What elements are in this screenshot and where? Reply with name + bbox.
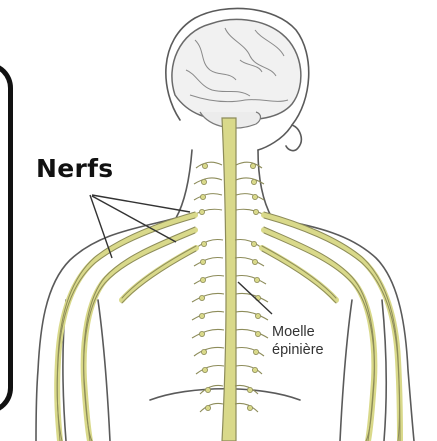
spinal-cord-illustration — [192, 118, 268, 441]
brain-illustration — [172, 19, 301, 128]
left-frame-bracket — [0, 62, 13, 414]
nerves-label: Nerfs — [36, 154, 113, 183]
spinal-cord-label: Moelle épinière — [272, 323, 352, 359]
spinal-cord-label-line2: épinière — [272, 341, 352, 359]
spinal-cord-pointer-line — [238, 282, 272, 314]
spinal-cord-label-line1: Moelle — [272, 323, 352, 341]
